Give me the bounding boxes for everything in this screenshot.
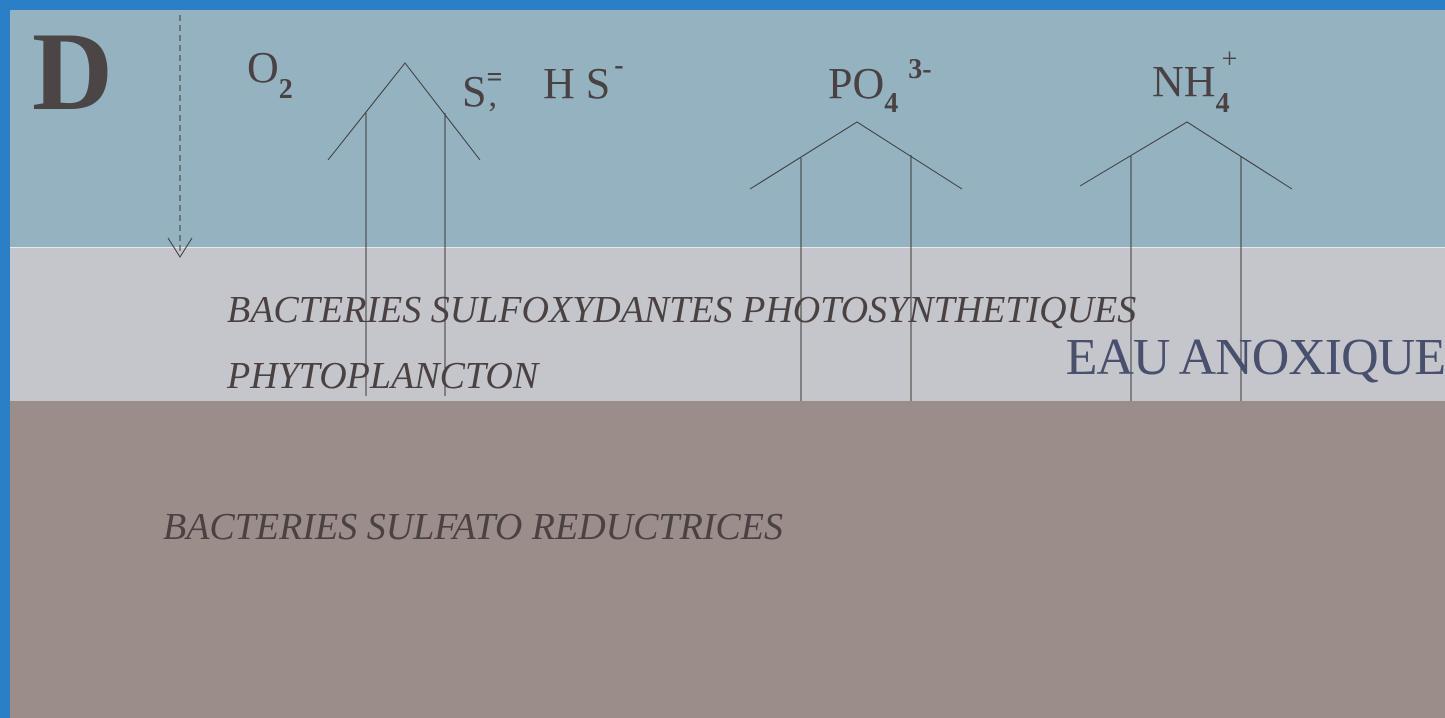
sulfate-reducing-bacteria-label: BACTERIES SULFATO REDUCTRICES: [163, 506, 783, 548]
oxygen-down-arrow: [167, 15, 193, 258]
panel-letter: D: [32, 10, 113, 134]
water-column-zone: [10, 10, 1445, 247]
hydrosulfide-label: H S-: [543, 52, 624, 108]
ammonium-up-arrow: [1079, 121, 1293, 401]
sediment-zone: [10, 401, 1445, 718]
flux-arrows: [167, 15, 1293, 401]
oxygen-sub: 2: [278, 74, 293, 105]
phosphate-up-arrow: [749, 121, 963, 401]
bacterial-layer-zone: [10, 247, 1445, 402]
sulfide-sep: ,: [488, 77, 497, 114]
phosphate-sup: 3-: [908, 54, 932, 85]
ammonium-label: NH4 +: [1152, 46, 1237, 118]
hydrosulfide-base: H S: [543, 59, 611, 108]
ammonium-sub: 4: [1215, 88, 1230, 119]
sulfide-base: S: [462, 67, 487, 116]
sulfide-label: S=,: [462, 64, 502, 116]
ammonium-sup: +: [1221, 44, 1238, 75]
sulfide-up-arrow: [327, 62, 481, 396]
diagram-frame: D O2 S=, H S- PO43- NH4+ BACTERIES SULFO…: [10, 10, 1445, 718]
phytoplankton-label: PHYTOPLANCTON: [227, 355, 539, 397]
ammonium-base: NH: [1152, 57, 1216, 106]
hydrosulfide-sup: -: [614, 50, 624, 81]
phosphate-base: PO: [828, 59, 885, 108]
phosphate-sub: 4: [884, 88, 899, 119]
oxygen-base: O: [247, 43, 279, 92]
phosphate-label: PO4 3-: [828, 56, 932, 118]
anoxic-water-label: EAU ANOXIQUE: [1065, 329, 1445, 386]
photosynthetic-bacteria-label: BACTERIES SULFOXYDANTES PHOTOSYNTHETIQUE…: [227, 289, 1137, 331]
oxygen-label: O2: [247, 43, 293, 104]
sulfide-sup: =: [486, 62, 503, 93]
